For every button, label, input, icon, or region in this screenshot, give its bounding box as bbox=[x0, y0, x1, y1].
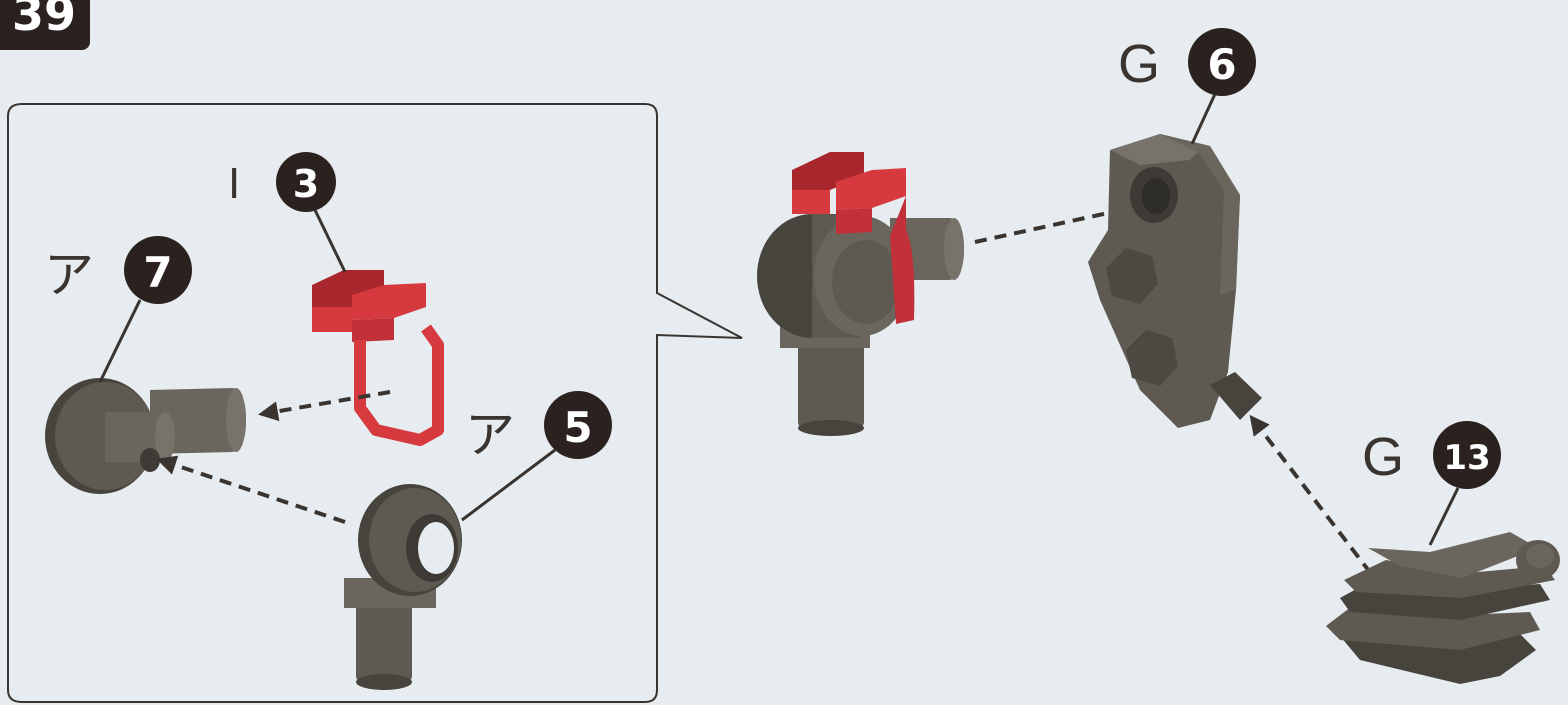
leader-a7 bbox=[100, 300, 140, 382]
label-i3-number: 3 bbox=[293, 162, 319, 206]
label-g6: G 6 bbox=[1118, 28, 1256, 144]
part-a7 bbox=[45, 378, 246, 494]
part-g6 bbox=[1088, 134, 1262, 428]
label-a7: ア 7 bbox=[44, 236, 192, 382]
part-i3 bbox=[312, 270, 438, 440]
label-g13-number: 13 bbox=[1443, 438, 1490, 478]
label-a5: ア 5 bbox=[462, 391, 612, 520]
part-a5 bbox=[344, 484, 462, 690]
label-g6-number: 6 bbox=[1207, 40, 1236, 89]
leader-i3 bbox=[315, 210, 345, 272]
label-a7-number: 7 bbox=[143, 248, 172, 297]
label-i3: I 3 bbox=[228, 152, 345, 272]
label-a5-runner: ア bbox=[465, 407, 515, 463]
label-i3-runner: I bbox=[228, 159, 240, 208]
assembled-joint bbox=[757, 152, 964, 436]
step-number: 39 bbox=[12, 0, 76, 41]
arrow-i3-to-a7 bbox=[262, 392, 390, 414]
label-g6-runner: G bbox=[1118, 34, 1160, 94]
label-g13: G 13 bbox=[1362, 421, 1501, 545]
label-a7-runner: ア bbox=[44, 247, 94, 303]
arrow-a5-to-a7 bbox=[160, 460, 345, 522]
step-badge: 39 bbox=[0, 0, 90, 50]
part-g13 bbox=[1326, 532, 1560, 684]
label-a5-number: 5 bbox=[563, 403, 592, 452]
leader-g13 bbox=[1430, 488, 1458, 545]
leader-g6 bbox=[1192, 94, 1215, 144]
label-g13-runner: G bbox=[1362, 427, 1404, 487]
